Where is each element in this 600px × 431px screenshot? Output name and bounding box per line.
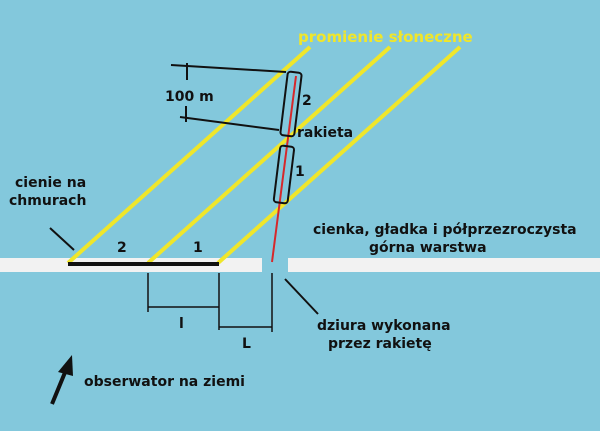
hole-label-line1: dziura wykonana [317, 318, 451, 334]
rocket-trail [271, 75, 297, 263]
shadows-label-line2: chmurach [9, 193, 86, 209]
dimension-brackets [147, 273, 273, 332]
rocket-position-1-label: 1 [295, 164, 305, 180]
layer-label-line2: górna warstwa [369, 240, 487, 256]
dimension-L-label: L [242, 336, 251, 352]
sun-ray-2 [146, 45, 392, 265]
hole-label-line2: przez rakietę [328, 336, 432, 352]
distance-marker [170, 63, 287, 131]
rocket-position-2 [279, 70, 303, 138]
shadows-label-line1: cienie na [15, 175, 86, 191]
sun-ray-1 [66, 45, 312, 265]
observer-label: obserwator na ziemi [84, 374, 245, 390]
distance-label: 100 m [165, 89, 214, 105]
layer-label-line1: cienka, gładka i półprzezroczysta [313, 222, 577, 238]
rocket-position-2-label: 2 [302, 93, 312, 109]
hole-pointer [284, 278, 319, 315]
shadow-2-label: 2 [117, 240, 127, 256]
sun-rays-label: promienie słoneczne [298, 28, 473, 46]
shadow-1-label: 1 [193, 240, 203, 256]
dimension-l-label: l [179, 316, 184, 332]
sun-ray-3 [216, 45, 462, 265]
shadows-pointer [49, 227, 75, 251]
sun-rays [66, 45, 462, 265]
rocket-position-1 [272, 144, 296, 205]
upper-layer-right [288, 258, 600, 272]
arrow-up-right-icon [50, 355, 73, 405]
rocket-label: rakieta [297, 125, 353, 141]
